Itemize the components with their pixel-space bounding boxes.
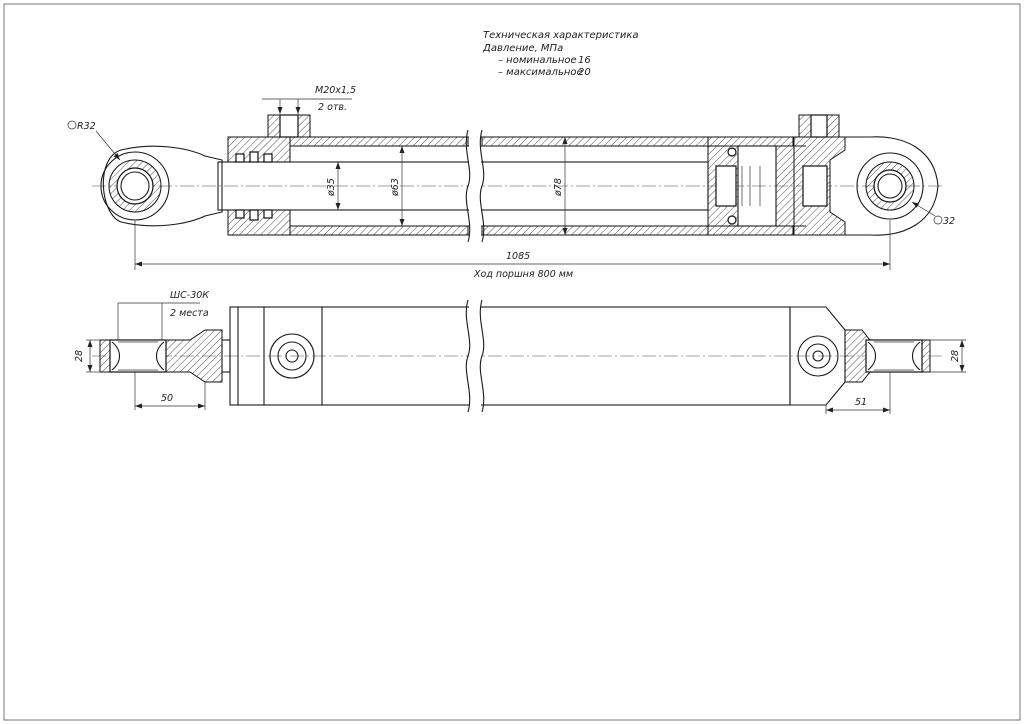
dist-right: 51 [855,397,867,408]
bearing-callout: ШС-30К 2 места [117,290,210,340]
spec-block: Техническая характеристика Давление, МПа… [482,30,639,78]
port-left [267,114,311,138]
side-eye-left [99,329,223,383]
side-ports [269,333,839,379]
eye-width-left: 28 [74,350,85,362]
stroke-label: Ход поршня 800 мм [473,269,573,280]
length-label: 1085 [506,251,530,262]
r-left-label: R32 [77,121,96,132]
break-gap [465,129,485,243]
spec-pressure: Давление, МПа [482,43,563,54]
gland [227,136,291,236]
spec-title: Техническая характеристика [483,30,639,41]
dist-left: 50 [161,393,173,404]
radius-callouts: R32 32 [67,120,955,227]
sheet-frame [3,3,1021,721]
spec-max-label: – максимальное [498,67,583,78]
spec-nominal-label: – номинальное [498,55,577,66]
spec-max-value: 20 [578,67,591,78]
thread-label: М20х1,5 [315,85,356,96]
bore-diameter: ø63 [390,178,401,197]
eye-width-dims: 28 28 [74,339,966,373]
side-tube [229,299,846,413]
side-view: ШС-30К 2 места 28 28 50 51 [74,290,966,414]
rod-eye-left [100,145,223,227]
eye-width-right: 28 [950,350,961,362]
cylinder-tube [228,136,806,236]
section-view: М20х1,5 2 отв. R32 32 ø35 ø63 ø78 1085 [67,85,955,280]
thread-callout: М20х1,5 2 отв. [262,85,356,114]
outer-diameter: ø78 [553,178,564,197]
diameter-dims: ø35 ø63 ø78 [326,137,568,235]
distance-dims: 50 51 [134,372,891,414]
d-right-label: 32 [943,216,955,227]
side-eye-right [844,329,931,383]
piston [707,145,795,227]
spec-nominal-value: 16 [578,55,591,66]
rear-cap [793,114,846,236]
bearing-label: ШС-30К [170,290,210,301]
bearing-count: 2 места [170,308,209,319]
rod-diameter: ø35 [326,178,337,197]
thread-count: 2 отв. [318,102,347,113]
rod-eye-right [845,136,939,236]
length-dim: 1085 Ход поршня 800 мм [134,220,891,280]
